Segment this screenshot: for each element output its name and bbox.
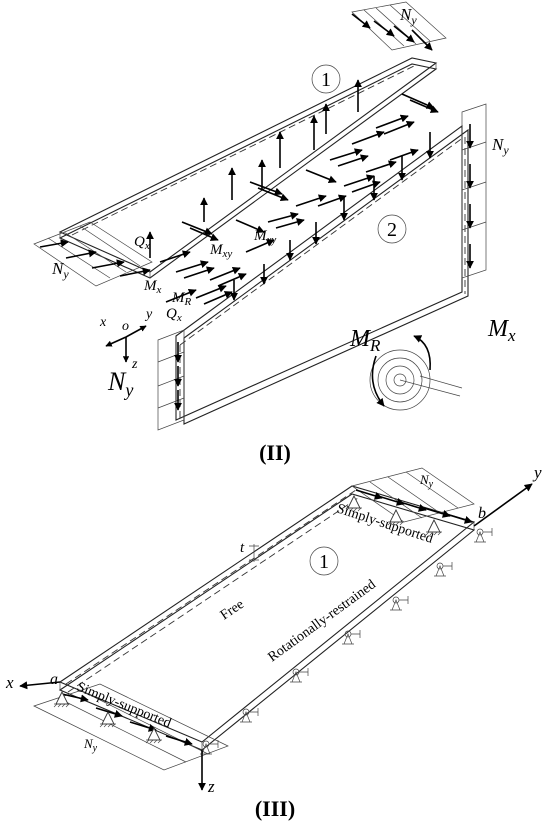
plate-2-number: 2 bbox=[387, 219, 397, 241]
label-ny-bottom: Ny bbox=[107, 367, 133, 400]
rotational-spring-supports bbox=[200, 528, 493, 755]
plate-2 bbox=[175, 124, 469, 425]
axis-x-label-fig3: x bbox=[5, 673, 14, 692]
label-ny-left: Ny bbox=[51, 259, 69, 281]
plate-number-fig3: 1 bbox=[319, 551, 329, 573]
ny-load-right bbox=[461, 103, 487, 279]
label-ny-top: Ny bbox=[399, 5, 417, 27]
label-ny-top-fig3: Ny bbox=[419, 472, 434, 490]
label-qx-top: Qx bbox=[134, 234, 150, 252]
axis-y-label-fig3: y bbox=[532, 463, 542, 482]
plate-1-number: 1 bbox=[321, 69, 331, 91]
edge-label-free: Free bbox=[218, 597, 247, 623]
label-mx-spring: Mx bbox=[487, 316, 516, 345]
figure-2: 1 2 Ny Ny Ny Ny Qx Qx Mx Mxy Mxy MR MR M… bbox=[33, 1, 516, 465]
ny-load-bottom bbox=[157, 329, 185, 431]
ny-load-top-fig3 bbox=[351, 467, 475, 524]
axis-y-label: y bbox=[144, 307, 153, 322]
ny-load-left bbox=[33, 221, 153, 287]
rotational-spring-icon bbox=[369, 335, 463, 411]
label-mx: Mx bbox=[143, 278, 162, 296]
moment-arrows bbox=[159, 93, 439, 305]
axes-fig3 bbox=[19, 483, 533, 791]
label-ny-bottom-fig3: Ny bbox=[83, 736, 98, 754]
edge-label-simply-supported-bottom: Simply-supported bbox=[75, 680, 174, 731]
axis-z-label-fig3: z bbox=[207, 777, 215, 796]
ny-load-bottom-fig3 bbox=[33, 683, 229, 771]
figure-2-caption: (II) bbox=[259, 440, 291, 465]
figure-3-caption: (III) bbox=[255, 796, 295, 821]
label-ny-right: Ny bbox=[491, 135, 509, 157]
axes-fig2 bbox=[105, 325, 147, 363]
label-b: b bbox=[478, 505, 486, 522]
ny-load-top bbox=[351, 1, 447, 51]
axis-o-label: o bbox=[122, 319, 129, 334]
label-mr-spring: MR bbox=[349, 326, 381, 355]
axis-z-label: z bbox=[131, 357, 138, 372]
label-mxy-right: Mxy bbox=[253, 228, 276, 246]
label-thickness: t bbox=[240, 540, 245, 556]
label-qx-bottom: Qx bbox=[166, 306, 182, 324]
label-mxy-left: Mxy bbox=[209, 242, 232, 260]
label-a: a bbox=[50, 671, 58, 688]
figure-3: 1 Ny Ny t a b x y z Free Rotationally-re… bbox=[5, 463, 542, 821]
pin-supports bbox=[53, 494, 442, 744]
label-mr: MR bbox=[171, 290, 192, 308]
axis-x-label: x bbox=[99, 315, 107, 330]
thickness-marker bbox=[249, 544, 259, 562]
